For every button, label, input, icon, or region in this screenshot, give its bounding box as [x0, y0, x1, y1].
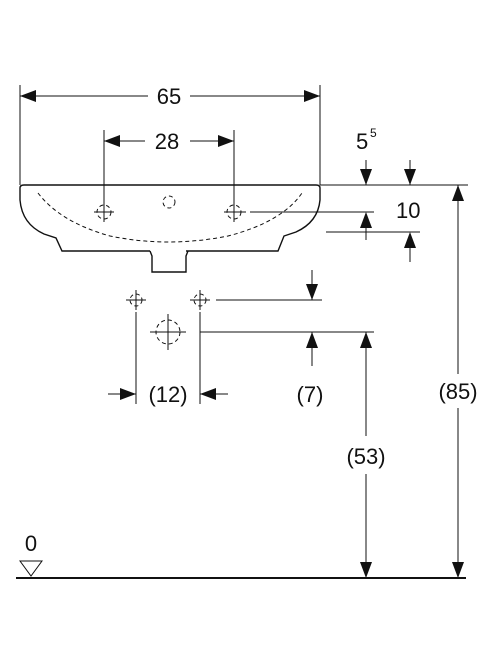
floor-level-label: 0	[25, 531, 37, 556]
tap-hole-right	[224, 202, 374, 222]
width-dimension: 65	[19, 84, 321, 185]
waste-height-label: (53)	[346, 444, 385, 469]
supply-point-left	[126, 290, 146, 310]
rim-height-dimension: (85)	[438, 185, 478, 578]
width-label: 65	[157, 84, 181, 109]
rim-height-label: (85)	[438, 379, 477, 404]
rim-thickness-label: 5	[356, 129, 368, 154]
tap-spacing-label: 28	[155, 129, 179, 154]
waste-spacing-label: (12)	[148, 382, 187, 407]
waste-connection	[150, 314, 374, 350]
basin-outline	[19, 184, 321, 273]
supply-point-right	[190, 290, 322, 310]
rim-thickness-dimension: 5 5	[320, 126, 468, 186]
waste-offset-label: (7)	[297, 382, 324, 407]
bowl-offset-label: 10	[396, 198, 420, 223]
rim-thickness-superscript: 5	[370, 126, 377, 140]
waste-offset-dimension: (7)	[297, 270, 324, 407]
tap-hole-left	[94, 202, 114, 222]
bowl-offset-dimension: 10	[326, 198, 420, 262]
waste-spacing-dimension: (12)	[108, 312, 228, 407]
waste-height-dimension: (53)	[346, 332, 386, 578]
tap-hole-spacing-dimension: 28	[103, 129, 235, 222]
floor-level-marker: 0	[16, 531, 466, 579]
